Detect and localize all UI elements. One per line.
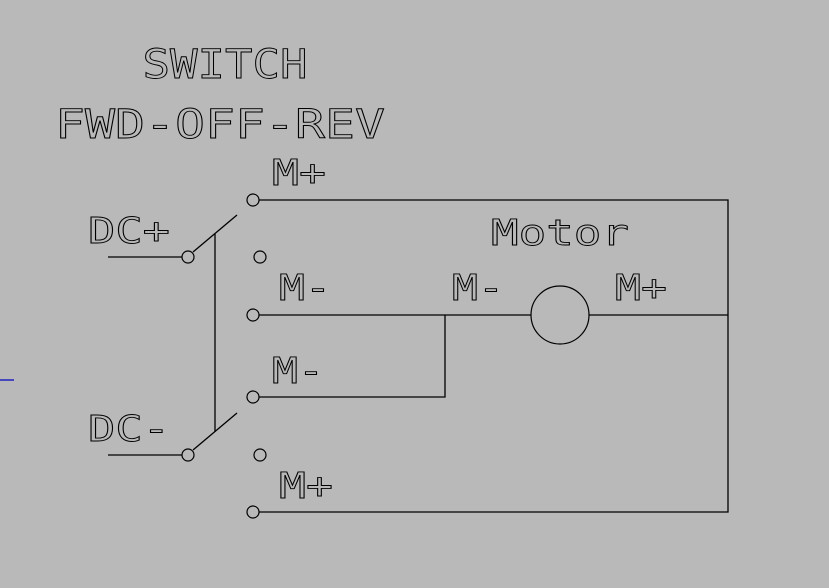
label-motor-minus: M- xyxy=(452,268,504,309)
top-switch-fwd-terminal xyxy=(246,193,260,207)
bottom-switch-off-terminal xyxy=(253,448,267,462)
wire-bottom-fwd-to-motor-minus xyxy=(259,315,446,398)
top-switch-off-terminal xyxy=(253,250,267,264)
label-dc-minus: DC- xyxy=(88,409,170,450)
bottom-switch-common-terminal xyxy=(181,448,195,462)
label-top-fwd-terminal: M+ xyxy=(272,153,326,194)
label-motor-plus: M+ xyxy=(615,268,667,309)
bottom-switch-fwd-terminal xyxy=(246,390,260,404)
wire-top-fwd-to-motor-plus xyxy=(259,199,729,315)
top-switch-lever xyxy=(192,214,238,253)
label-bottom-rev-terminal: M+ xyxy=(279,466,333,507)
label-motor: Motor xyxy=(491,213,629,254)
title-mode: FWD-OFF-REV xyxy=(55,102,385,148)
label-bottom-fwd-terminal: M- xyxy=(272,351,324,392)
title-switch: SWITCH xyxy=(143,42,308,88)
top-switch-common-terminal xyxy=(181,250,195,264)
wire-bottom-rev-to-motor-plus xyxy=(259,315,729,513)
bottom-switch-rev-terminal xyxy=(246,505,260,519)
motor-symbol xyxy=(530,285,590,345)
label-dc-plus: DC+ xyxy=(88,211,170,252)
label-top-rev-terminal: M- xyxy=(279,268,331,309)
top-switch-rev-terminal xyxy=(246,308,260,322)
